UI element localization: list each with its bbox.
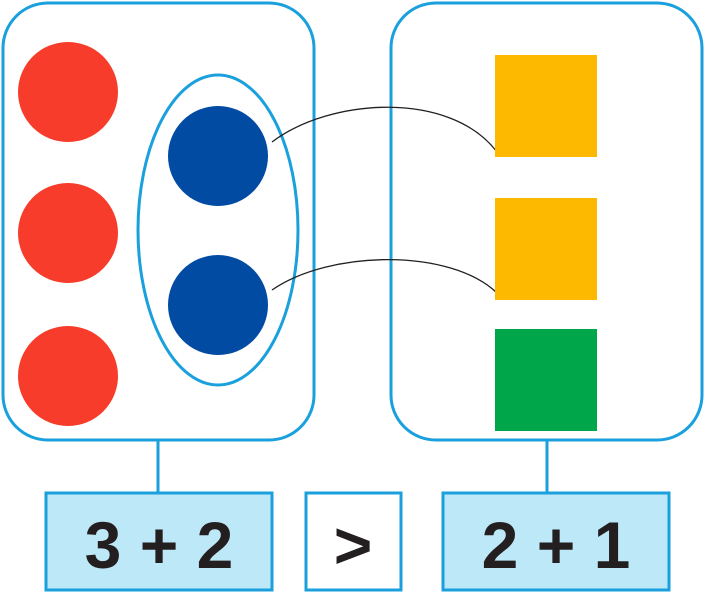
left-expression-box	[44, 491, 274, 592]
connector-line	[271, 258, 498, 294]
yellow-square	[495, 198, 597, 300]
right-expression: 2 + 1	[482, 508, 631, 582]
red-circle	[18, 183, 118, 283]
red-circle	[18, 42, 118, 142]
blue-circle	[168, 255, 268, 355]
right-expression-box	[441, 491, 671, 592]
green-square	[495, 329, 597, 431]
yellow-square	[495, 55, 597, 157]
comparison-box	[304, 491, 403, 592]
comparison-symbol: >	[334, 508, 373, 582]
left-expression: 3 + 2	[85, 508, 234, 582]
blue-group-ellipse	[136, 73, 300, 387]
connector-line	[271, 106, 498, 153]
red-circle	[18, 326, 118, 426]
blue-circle	[168, 106, 268, 206]
